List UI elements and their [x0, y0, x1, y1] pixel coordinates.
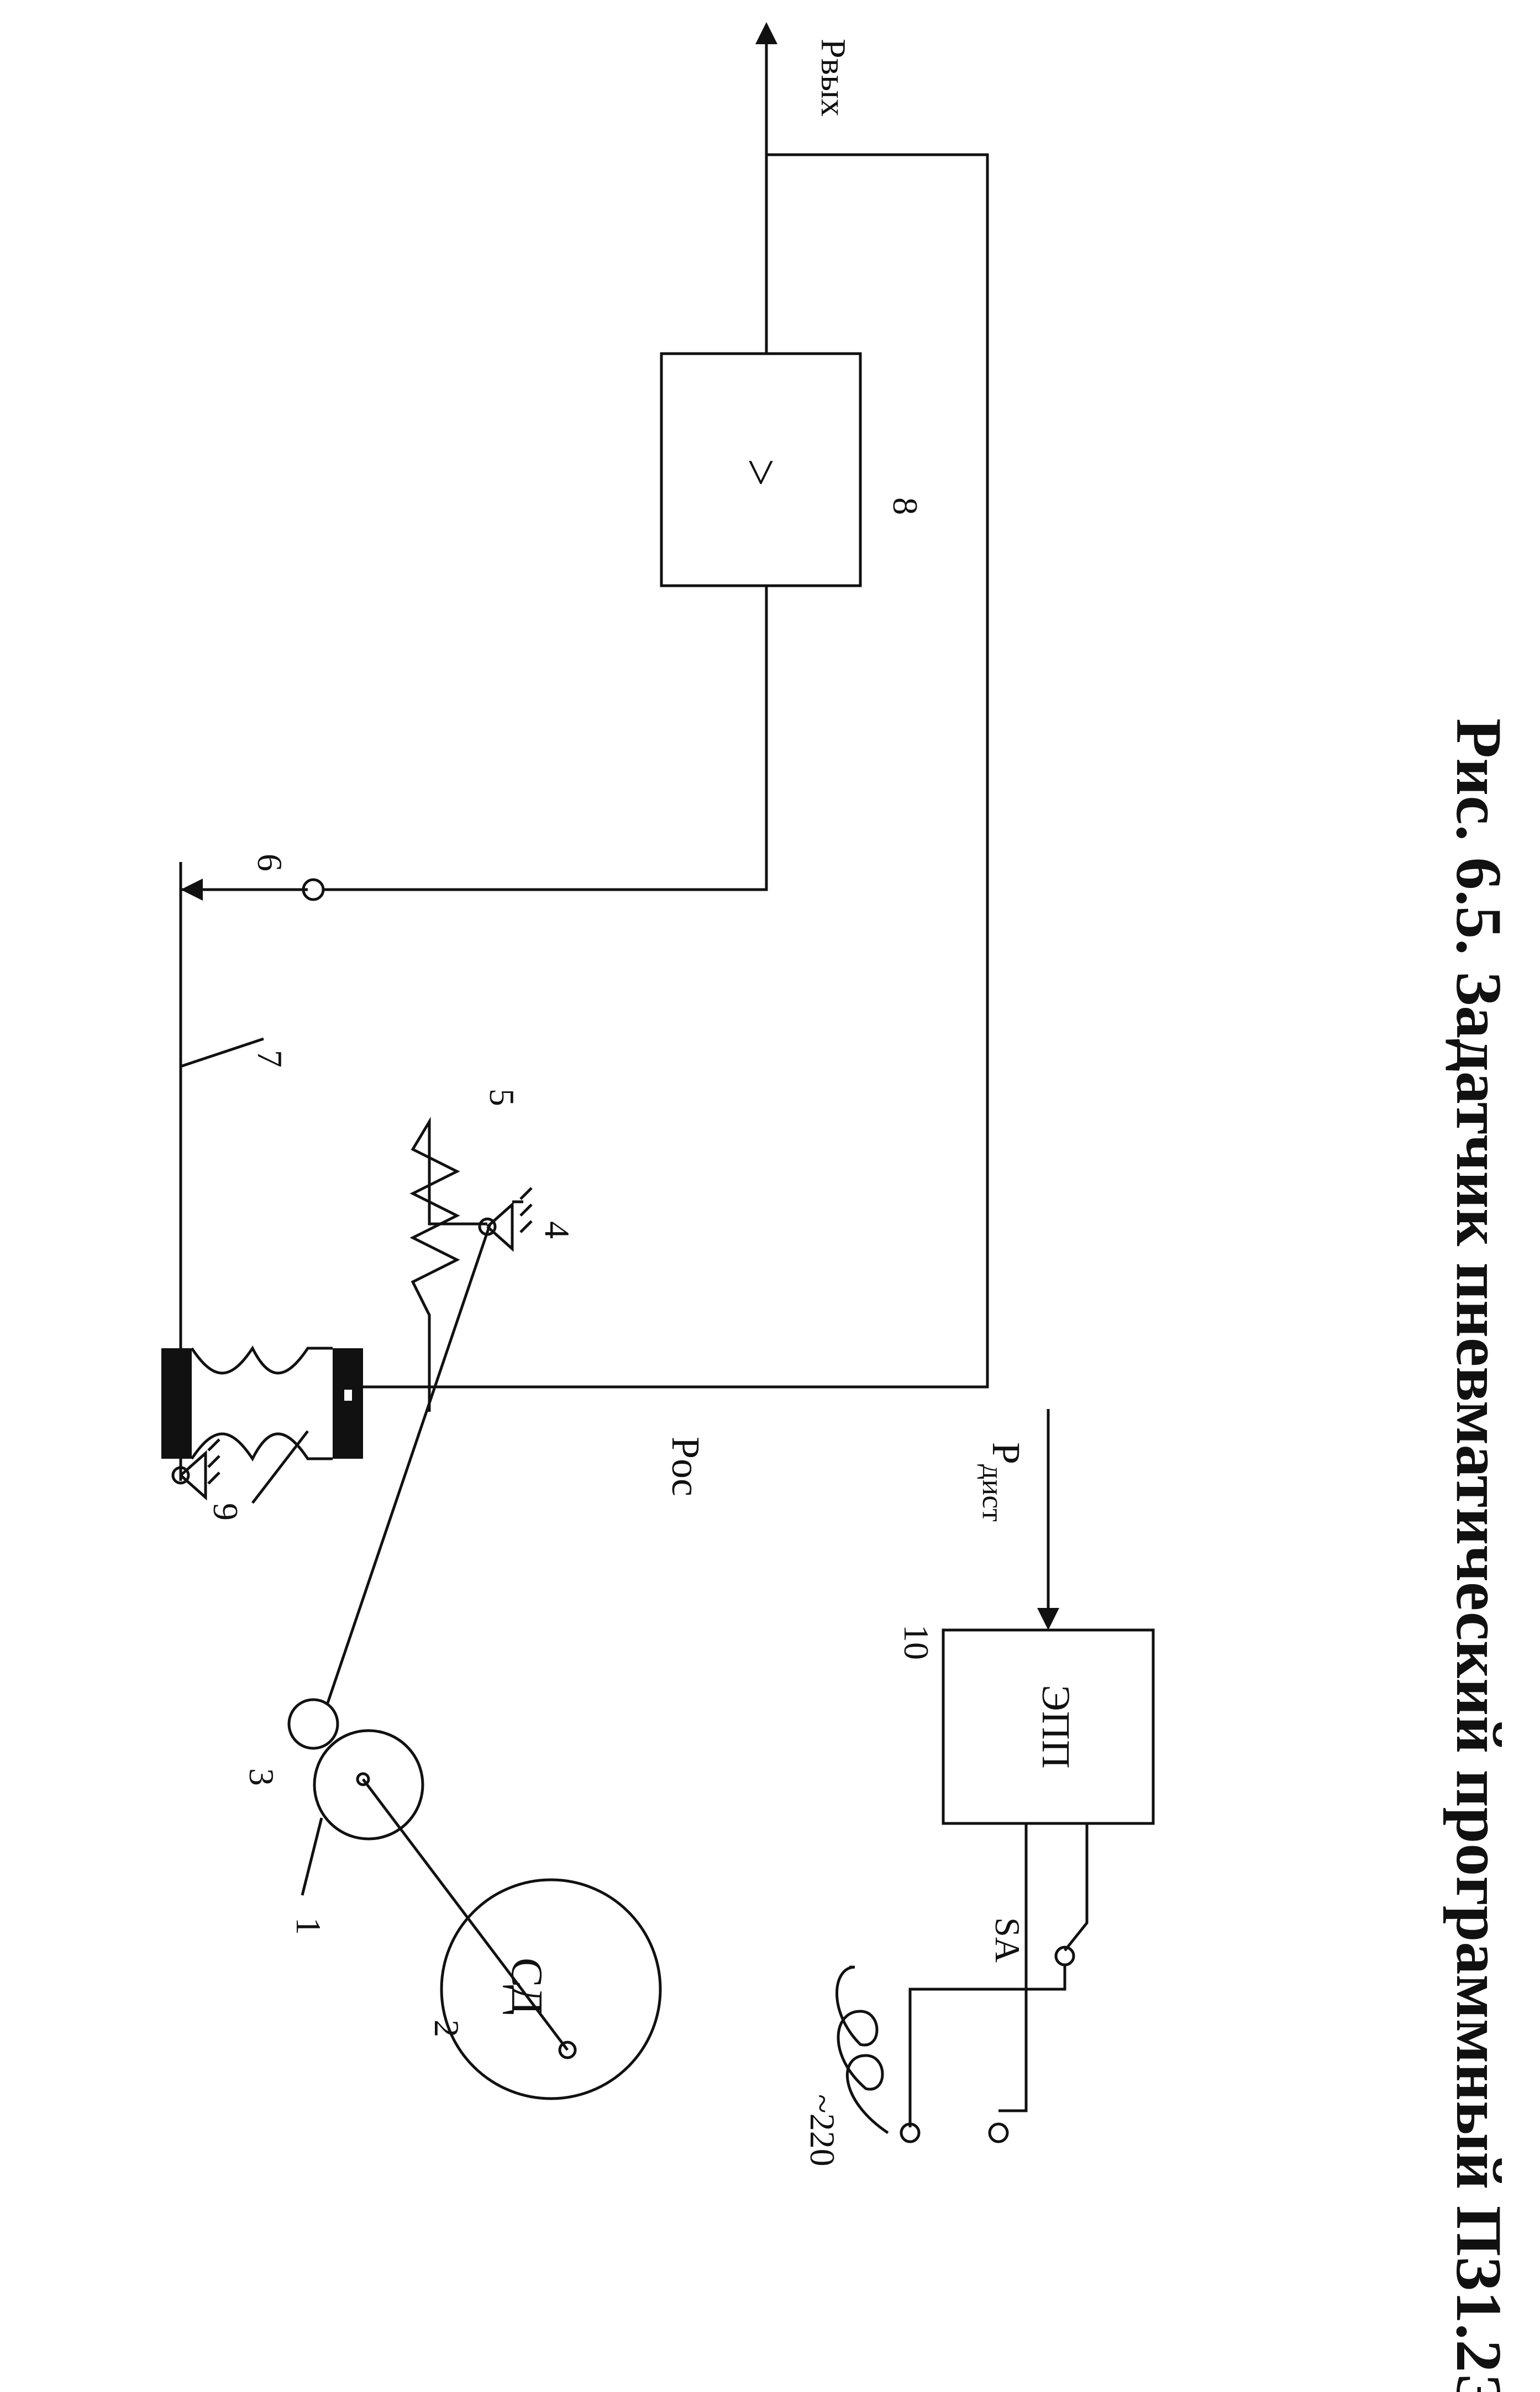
label-7-leader	[180, 1037, 264, 1068]
bellows	[161, 1345, 363, 1462]
label-9-leader	[251, 1430, 309, 1504]
spring	[409, 1116, 487, 1412]
nozzle-port	[302, 878, 325, 901]
label-1: 1	[289, 1917, 328, 1935]
supply-coil	[835, 1965, 889, 2135]
remote-pressure-label: Pдист	[976, 1442, 1028, 1522]
bellows-support	[171, 1438, 220, 1501]
label-6: 6	[250, 854, 290, 871]
label-3: 3	[242, 1768, 281, 1786]
amplifier-box	[660, 352, 862, 587]
figure-caption: Рис. 6.5. Задатчик пневматический програ…	[1443, 718, 1515, 2392]
label-2: 2	[427, 2020, 466, 2037]
program-cam	[313, 1729, 424, 1841]
feedback-pressure-label: Poc	[664, 1437, 708, 1496]
label-1-leader	[301, 1817, 323, 1896]
synchronous-motor	[440, 1878, 662, 2100]
label-4: 4	[538, 1221, 577, 1239]
nozzle-arrowhead	[181, 879, 203, 901]
label-5: 5	[482, 1089, 522, 1106]
switch-wire	[908, 1964, 1066, 2127]
label-7: 7	[250, 1050, 290, 1068]
supply-terminal-1	[900, 2122, 921, 2143]
epp-label: ЭПП	[1034, 1685, 1078, 1769]
remote-pressure-arrowhead	[1037, 1608, 1059, 1630]
motor-label: СД	[502, 1958, 551, 2015]
feedback-line	[363, 153, 989, 1389]
output-pressure-label: Pвых	[814, 39, 853, 117]
switch-label: SA	[988, 1917, 1027, 1963]
supply-terminal-2	[988, 2122, 1009, 2143]
supply-label: ~220	[803, 2094, 842, 2167]
epp-wire-bottom	[1064, 1823, 1089, 1952]
epp-wire-top	[998, 1823, 1028, 2112]
label-10: 10	[897, 1625, 936, 1660]
output-arrowhead	[755, 22, 777, 44]
label-9: 9	[206, 1503, 245, 1521]
amplifier-symbol: >	[733, 459, 788, 487]
pivot-4-support	[478, 1187, 533, 1252]
label-8: 8	[886, 497, 925, 515]
motor-to-cam-link	[362, 1778, 569, 2051]
cam-roller	[287, 1698, 339, 1750]
cam-lever	[325, 1223, 492, 1705]
remote-pressure-main: P	[984, 1442, 1028, 1464]
cam-center-dot	[356, 1772, 370, 1786]
nozzle-to-amplifier-line	[324, 586, 768, 891]
motor-shaft-dot	[558, 2041, 577, 2059]
remote-pressure-sub: дист	[976, 1464, 1010, 1522]
